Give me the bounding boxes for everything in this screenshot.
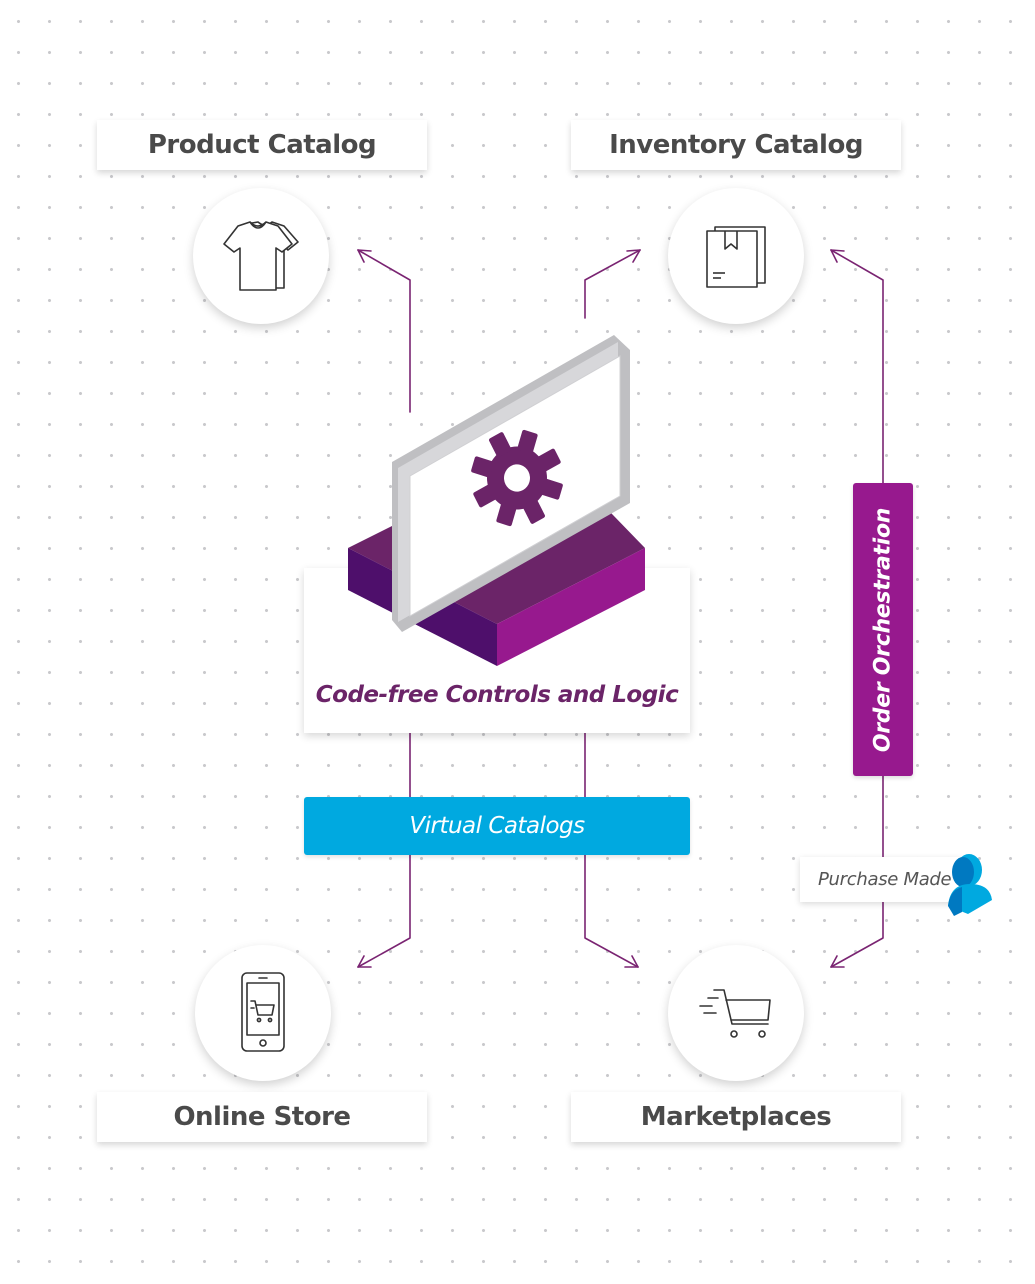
marketplaces-text: Marketplaces (640, 1102, 832, 1132)
online-store-node (195, 945, 331, 1081)
arrow-orchestration-to-inventory (830, 249, 884, 484)
purchase-made-box: Purchase Made (800, 857, 962, 902)
order-orchestration-bar: Order Orchestration (853, 483, 913, 776)
arrow-orchestration-to-marketplaces (830, 775, 884, 968)
arrow-to-product-catalog (357, 249, 411, 413)
purchase-made-text: Purchase Made (818, 869, 952, 890)
marketplaces-node (668, 945, 804, 1081)
box-icon (706, 226, 766, 288)
online-store-text: Online Store (173, 1102, 351, 1132)
inventory-catalog-label: Inventory Catalog (571, 120, 901, 170)
marketplaces-label: Marketplaces (571, 1092, 901, 1142)
shopping-cart-icon (699, 989, 771, 1038)
tshirt-icon (223, 221, 299, 291)
virtual-catalogs-text: Virtual Catalogs (409, 813, 585, 839)
inventory-catalog-node (668, 188, 804, 324)
center-card-label: Code-free Controls and Logic (315, 682, 679, 708)
product-catalog-node (193, 188, 329, 324)
arrow-to-inventory-catalog (584, 249, 641, 319)
online-store-label: Online Store (97, 1092, 427, 1142)
product-catalog-text: Product Catalog (147, 130, 377, 160)
inventory-catalog-text: Inventory Catalog (609, 130, 863, 160)
virtual-catalogs-bar: Virtual Catalogs (304, 797, 690, 855)
phone-cart-icon (241, 972, 285, 1052)
product-catalog-label: Product Catalog (97, 120, 427, 170)
